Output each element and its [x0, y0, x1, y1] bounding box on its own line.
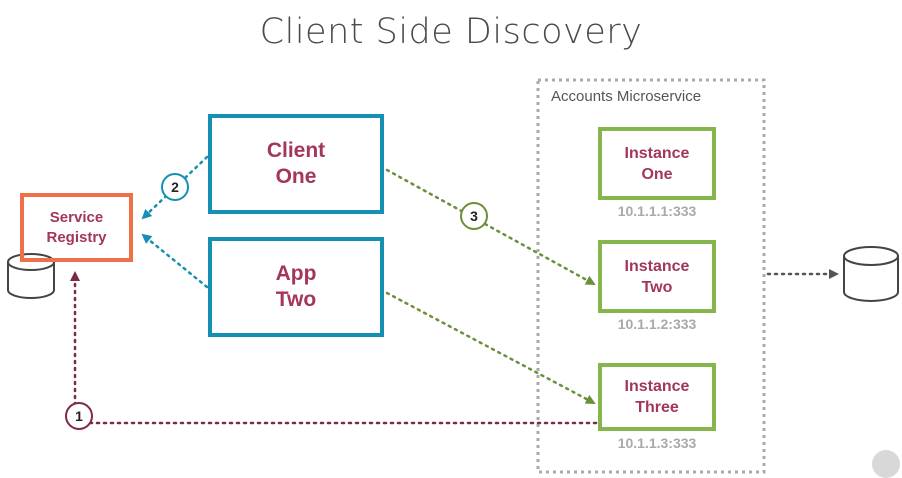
database-icon	[7, 253, 55, 299]
instance-two-label-line2: Two	[641, 278, 673, 296]
service-registry-label-line1: Service	[49, 208, 104, 226]
instance-two-box: Instance Two	[598, 240, 716, 313]
instance-two-address: 10.1.1.2:333	[617, 316, 697, 332]
diagram-title: Client Side Discovery	[259, 12, 643, 52]
instance-one-label-line2: One	[641, 165, 673, 183]
lookup-arrow-app-two	[141, 233, 209, 289]
watermark-icon	[872, 450, 900, 478]
client-one-label-line1: Client	[266, 139, 326, 162]
step-badge-1: 1	[65, 402, 93, 430]
app-two-box: App Two	[208, 237, 384, 337]
instance-three-label-line1: Instance	[624, 378, 690, 395]
instance-three-label-line2: Three	[635, 399, 679, 416]
microservice-group-border	[536, 78, 766, 474]
client-one-label-line2: One	[275, 165, 317, 188]
request-arrow-app-two	[385, 291, 596, 405]
instance-one-label-line1: Instance	[624, 144, 690, 162]
client-one-box: Client One	[208, 114, 384, 214]
instance-three-box: Instance Three	[598, 363, 716, 431]
step-badge-3: 3	[460, 202, 488, 230]
instance-two-label-line1: Instance	[624, 257, 690, 275]
step-badge-2: 2	[161, 173, 189, 201]
app-two-label-line1: App	[275, 262, 317, 285]
app-two-label-line2: Two	[275, 288, 317, 311]
service-registry-label-line2: Registry	[46, 228, 107, 246]
service-registry-box: Service Registry	[20, 193, 133, 262]
database-icon	[843, 246, 899, 302]
request-arrow-client-one	[385, 168, 596, 286]
microservice-group-label: Accounts Microservice	[551, 88, 702, 105]
instance-three-address: 10.1.1.3:333	[617, 435, 697, 451]
instance-one-box: Instance One	[598, 127, 716, 200]
instance-one-address: 10.1.1.1:333	[617, 203, 697, 219]
